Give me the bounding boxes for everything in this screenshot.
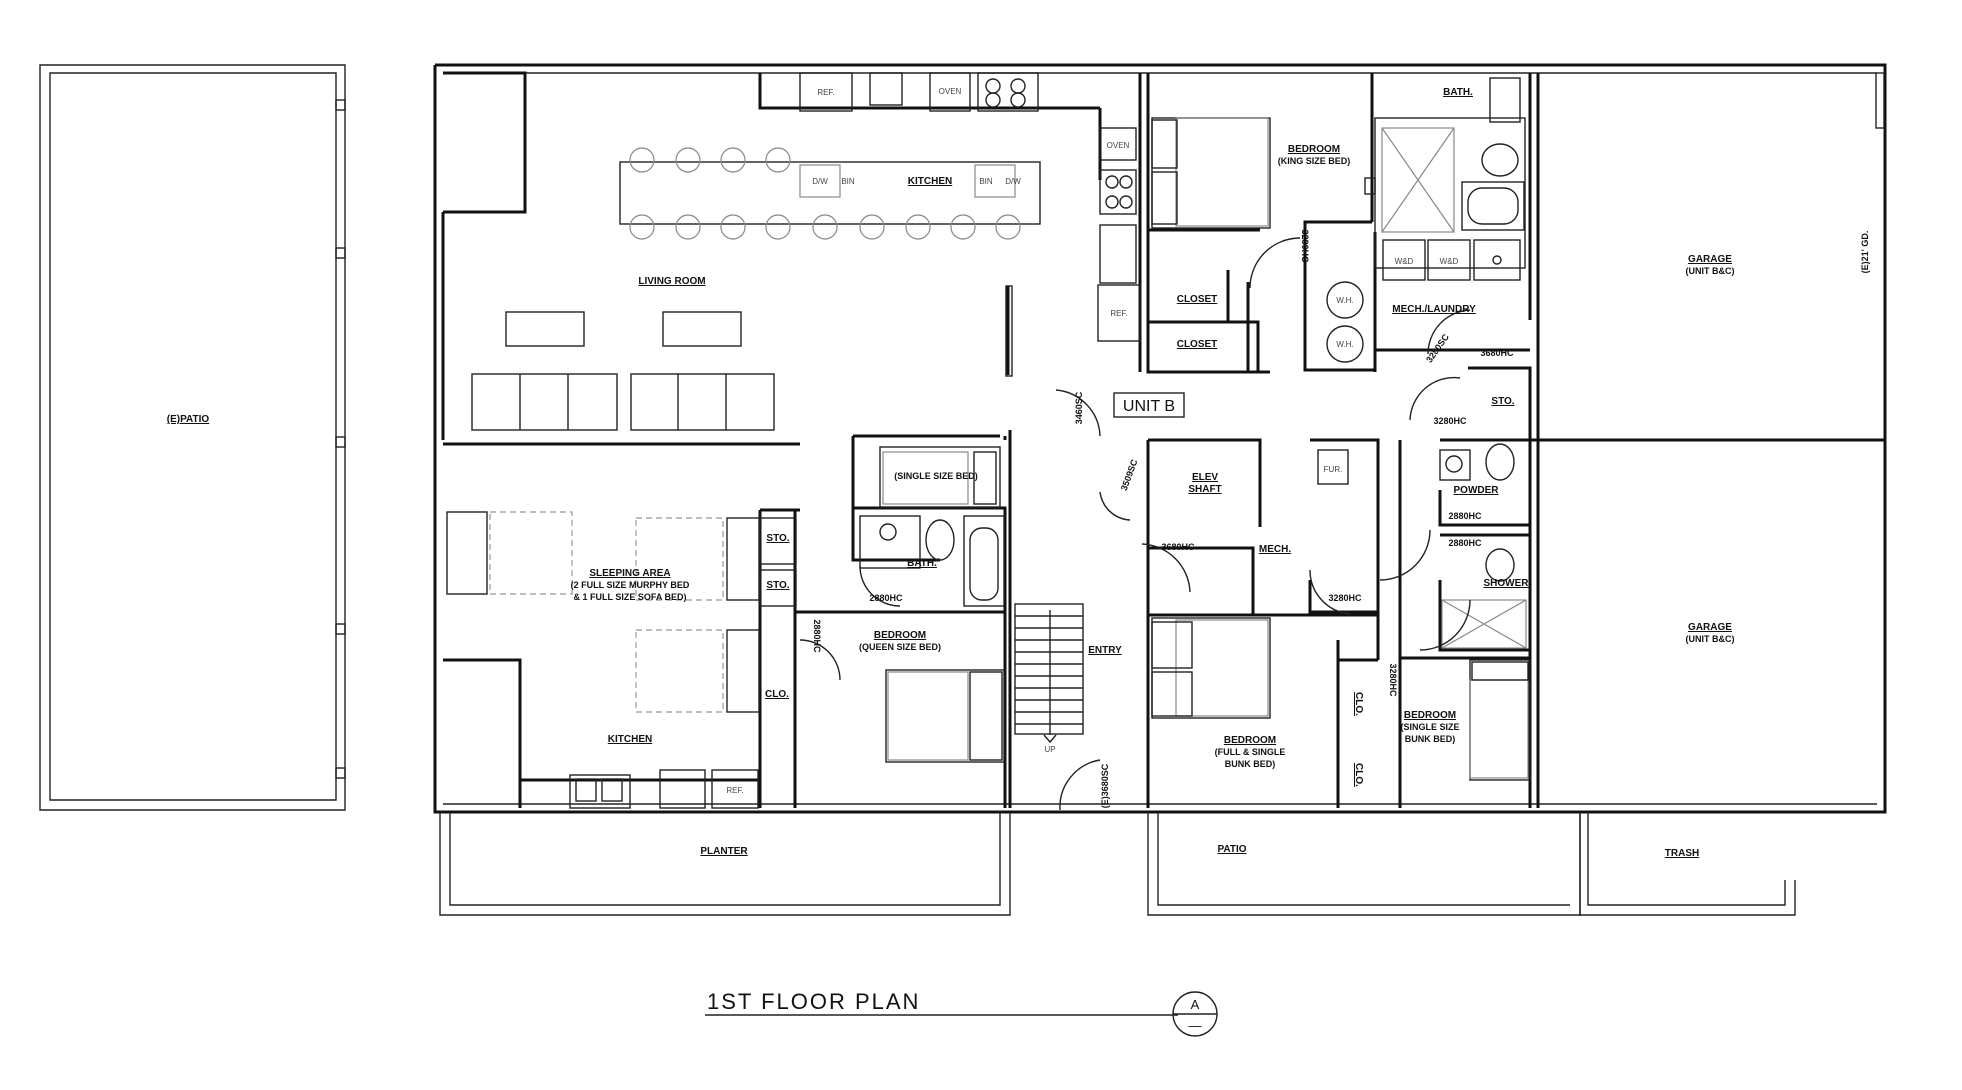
label-elev-shaft-line2: SHAFT	[1188, 484, 1221, 495]
door-tag-3280hc-bunk: 3280HC	[1328, 593, 1362, 603]
door-tag-3680hc-garage: 3680HC	[1480, 348, 1514, 358]
label-bath-right: BATH.	[1443, 87, 1473, 98]
label-water-heater-1: W.H.	[1336, 296, 1353, 305]
door-tag-3280hc-sto: 3280HC	[1433, 416, 1467, 426]
label-patio: PATIO	[1217, 844, 1246, 855]
label-dishwasher-right: D/W	[1005, 177, 1021, 186]
stair	[1014, 603, 1084, 744]
label-shower: SHOWER	[1484, 578, 1530, 589]
door-tag-3680hc-mech: 3680HC	[1161, 542, 1195, 552]
label-bedroom-single-bunk-line2: (SINGLE SIZE	[1400, 722, 1459, 732]
building-exterior-walls	[433, 63, 1887, 814]
label-fridge-top: REF.	[817, 88, 834, 97]
label-oven-top: OVEN	[939, 87, 962, 96]
title-block	[705, 991, 1218, 1037]
label-storage-right: STO.	[1491, 396, 1514, 407]
label-bedroom-bunk: BEDROOM	[1224, 735, 1276, 746]
bottom-exterior-areas	[439, 812, 1796, 916]
label-garage-bottom: GARAGE	[1688, 622, 1732, 633]
label-washer-dryer-2: W&D	[1440, 257, 1459, 266]
label-garage-bottom-line2: (UNIT B&C)	[1686, 634, 1735, 644]
label-bedroom-queen: BEDROOM	[874, 630, 926, 641]
label-dishwasher-left: D/W	[812, 177, 828, 186]
label-bedroom-queen-line2: (QUEEN SIZE BED)	[859, 642, 941, 652]
label-garage-top: GARAGE	[1688, 254, 1732, 265]
label-fridge-small: REF.	[726, 786, 743, 795]
right-bedrooms-fixtures	[1151, 117, 1531, 781]
label-storage-2: STO.	[766, 580, 789, 591]
label-elev-shaft: ELEV	[1192, 472, 1218, 483]
drawing-title: 1ST FLOOR PLAN A —	[707, 989, 1202, 1033]
label-small-kitchen: KITCHEN	[608, 734, 652, 745]
label-oven-right: OVEN	[1107, 141, 1130, 150]
living-room-furniture	[471, 311, 775, 431]
door-tag-2880hc-bath: 2880HC	[869, 593, 903, 603]
label-powder: POWDER	[1454, 485, 1500, 496]
right-service-fixtures	[1317, 77, 1527, 649]
label-bedroom-single-bunk: BEDROOM	[1404, 710, 1456, 721]
label-bedroom-king: BEDROOM	[1288, 144, 1340, 155]
label-closet-left: CLO.	[765, 689, 789, 700]
label-garage-top-line2: (UNIT B&C)	[1686, 266, 1735, 276]
label-water-heater-2: W.H.	[1336, 340, 1353, 349]
label-entry: ENTRY	[1088, 645, 1122, 656]
label-washer-dryer-1: W&D	[1395, 257, 1414, 266]
label-main-kitchen: KITCHEN	[908, 176, 952, 187]
drawing-marker-letter: A	[1191, 997, 1200, 1012]
label-sleeping-area: SLEEPING AREA	[589, 568, 670, 579]
label-sleeping-area-line3: & 1 FULL SIZE SOFA BED)	[573, 592, 686, 602]
door-tag-e3680sc: (E)3680SC	[1100, 763, 1110, 808]
label-garage-door: (E)21' GD.	[1860, 231, 1870, 274]
door-tag-3460sc: 3460SC	[1074, 391, 1084, 424]
label-single-bed-room: (SINGLE SIZE BED)	[894, 471, 978, 481]
label-closet-1: CLOSET	[1177, 294, 1218, 305]
label-fridge-right: REF.	[1110, 309, 1127, 318]
label-bedroom-bunk-line2: (FULL & SINGLE	[1215, 747, 1286, 757]
door-tag-3280hc-single-bunk: 3280HC	[1388, 663, 1398, 697]
label-bin-left: BIN	[841, 177, 855, 186]
drawing-title-text: 1ST FLOOR PLAN	[707, 989, 920, 1014]
label-closet-right-1: CLO.	[1353, 692, 1364, 716]
label-bedroom-single-bunk-line3: BUNK BED)	[1405, 734, 1456, 744]
door-tag-2880hc-shower: 2880HC	[1448, 538, 1482, 548]
label-living-room: LIVING ROOM	[638, 276, 705, 287]
drawing-marker-sub: —	[1189, 1018, 1202, 1033]
label-sleeping-area-line2: (2 FULL SIZE MURPHY BED	[571, 580, 690, 590]
main-kitchen-fixtures	[619, 72, 1141, 377]
label-planter: PLANTER	[700, 846, 748, 857]
left-bedrooms-fixtures	[859, 446, 1005, 763]
door-tag-3509sc: 3509SC	[1119, 458, 1140, 492]
label-mech-laundry: MECH./LAUNDRY	[1392, 304, 1476, 315]
label-closet-2: CLOSET	[1177, 339, 1218, 350]
sleeping-area-fixtures	[446, 511, 797, 809]
label-closet-right-2: CLO.	[1353, 763, 1364, 787]
label-mech: MECH.	[1259, 544, 1291, 555]
door-tag-3280hc-king: 3280HC	[1300, 229, 1310, 263]
label-bath-left: BATH.	[907, 558, 937, 569]
label-existing-patio: (E)PATIO	[167, 414, 210, 425]
label-bedroom-bunk-line3: BUNK BED)	[1225, 759, 1276, 769]
door-swings	[799, 237, 1471, 811]
interior-walls-right	[1146, 73, 1885, 808]
fixture-labels: REF. OVEN OVEN REF. D/W BIN BIN D/W REF.…	[726, 87, 1458, 795]
door-tag-2880hc-powder: 2880HC	[1448, 511, 1482, 521]
label-stair-up: UP	[1044, 745, 1055, 754]
room-labels: (E)PATIO LIVING ROOM KITCHEN SLEEPING AR…	[167, 87, 1870, 859]
unit-tag: UNIT B	[1113, 392, 1185, 418]
door-tag-2880hc-queen: 2880HC	[812, 619, 822, 653]
label-bin-right: BIN	[979, 177, 993, 186]
label-storage-1: STO.	[766, 533, 789, 544]
unit-tag-text: UNIT B	[1123, 398, 1175, 415]
existing-patio-outline	[39, 64, 346, 811]
label-bedroom-king-line2: (KING SIZE BED)	[1278, 156, 1351, 166]
interior-walls-left	[441, 71, 1142, 808]
label-trash: TRASH	[1665, 848, 1699, 859]
label-furnace: FUR.	[1324, 465, 1343, 474]
